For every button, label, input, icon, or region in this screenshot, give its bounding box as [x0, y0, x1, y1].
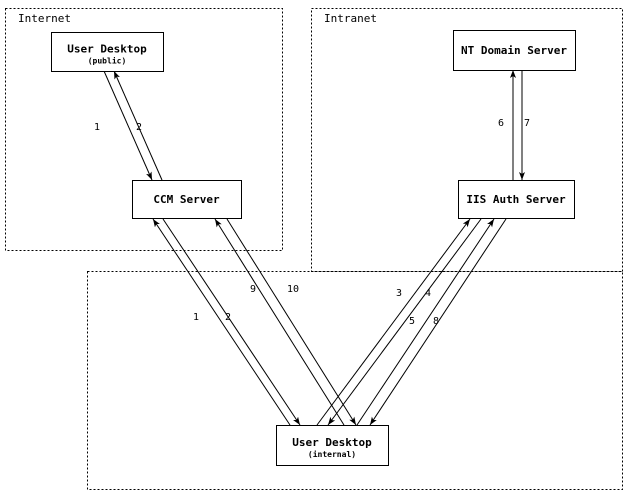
node-title-user-desktop-public: User Desktop: [67, 43, 147, 56]
node-title-nt-domain-server: NT Domain Server: [461, 44, 567, 57]
flow-step-label-1-2: 1: [193, 312, 199, 323]
node-box-nt-domain-server[interactable]: [452, 29, 577, 72]
flow-step-label-8-9: 8: [433, 316, 439, 327]
flow-step-label-4-7: 4: [425, 288, 431, 299]
flow-line-step-10-5: [226, 218, 357, 426]
node-ccm-server[interactable]: CCM Server: [131, 179, 243, 220]
node-subtitle-user-desktop-internal: (internal): [308, 449, 356, 459]
flow-step-label-3-6: 3: [396, 288, 402, 299]
zone-boundary-intranet: [311, 8, 623, 272]
flow-step-label-10-5: 10: [287, 284, 299, 295]
flow-step-label-6-10: 6: [498, 118, 504, 129]
flow-line-step-1-2: [152, 218, 291, 426]
flow-line-step-4-7: [327, 218, 482, 426]
flow-step-label-7-11: 7: [524, 118, 530, 129]
flow-lines: [103, 70, 525, 426]
flow-line-step-2-3: [162, 218, 301, 426]
node-subtitle-user-desktop-public: (public): [88, 56, 127, 66]
flow-line-step-5-8: [356, 218, 495, 426]
flow-line-step-8-9: [369, 218, 507, 426]
node-user-desktop-public[interactable]: User Desktop(public): [50, 31, 165, 73]
node-user-desktop-internal[interactable]: User Desktop(internal): [275, 424, 390, 467]
node-iis-auth-server[interactable]: IIS Auth Server: [457, 179, 576, 220]
node-box-ccm-server[interactable]: [131, 179, 243, 220]
node-box-user-desktop-public[interactable]: [50, 31, 165, 73]
text-labels: Internet Intranet 1 2 1 2 9 10 3 4 5 8 6 7: [18, 12, 530, 327]
flow-line-step-2-1: [113, 70, 163, 181]
flow-step-label-2-3: 2: [225, 312, 231, 323]
zone-label-intranet: Intranet: [324, 12, 377, 25]
flow-line-step-9-4: [214, 218, 345, 426]
flow-line-step-1-0: [103, 70, 153, 181]
node-nt-domain-server[interactable]: NT Domain Server: [452, 29, 577, 72]
zone-label-internet: Internet: [18, 12, 71, 25]
node-title-user-desktop-internal: User Desktop: [292, 436, 372, 449]
zone-boundary-internal-network: [87, 271, 623, 490]
node-title-iis-auth-server: IIS Auth Server: [466, 193, 566, 206]
flow-step-label-9-4: 9: [250, 284, 256, 295]
flow-step-label-1-0: 1: [94, 122, 100, 133]
node-title-ccm-server: CCM Server: [153, 193, 220, 206]
node-box-iis-auth-server[interactable]: [457, 179, 576, 220]
node-box-user-desktop-internal[interactable]: [275, 424, 390, 467]
flow-line-step-3-6: [316, 218, 471, 426]
zone-boundaries: [5, 8, 623, 490]
flow-step-label-5-8: 5: [409, 316, 415, 327]
flow-step-label-2-1: 2: [136, 122, 142, 133]
zone-boundary-internet: [5, 8, 283, 251]
